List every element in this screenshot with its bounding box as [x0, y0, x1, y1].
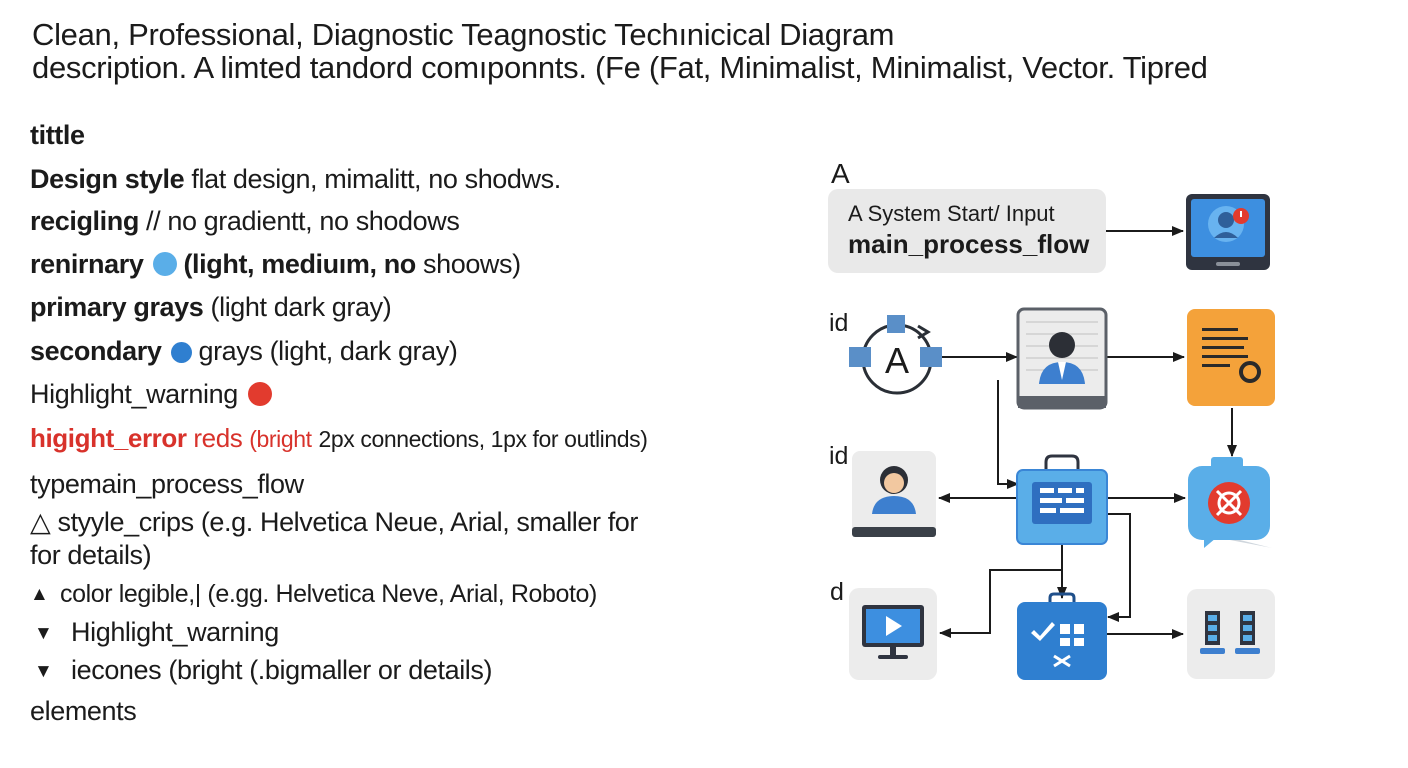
edge-loop-monitor — [939, 569, 1062, 638]
triangle-outline-icon: △ — [30, 507, 51, 537]
system-start-node[interactable]: A System Start/ Input main_process_flow — [828, 189, 1106, 273]
spec-style: △ styyle_crips (e.g. Helvetica Neue, Ari… — [30, 507, 639, 537]
start-node-label: A System Start/ Input — [848, 201, 1055, 226]
spec-error: higight_error reds (bright 2px connectio… — [30, 423, 648, 453]
triangle-down-icon: ▼ — [34, 623, 53, 644]
diagram-label-id-2: id — [829, 442, 849, 470]
edge-loop-checklist — [1105, 513, 1131, 622]
video-monitor-icon[interactable] — [849, 588, 937, 680]
header-line-1: Clean, Professional, Diagnostic Teagnost… — [32, 17, 895, 52]
spec-warning-2: ▼Highlight_warning — [34, 617, 279, 647]
spec-color: ▲color legible,| (e.gg. Helvetica Neve, … — [30, 580, 597, 608]
database-module-icon[interactable] — [1016, 454, 1108, 545]
blue-dot-icon — [171, 342, 193, 363]
red-dot-icon — [247, 382, 272, 406]
connectors — [938, 226, 1237, 639]
profile-card-icon[interactable] — [1016, 307, 1108, 410]
triangle-down-icon: ▼ — [34, 661, 53, 682]
user-avatar-icon[interactable] — [852, 451, 936, 537]
node-a-letter: A — [885, 340, 909, 381]
header: Clean, Professional, Diagnostic Teagnost… — [32, 18, 1372, 84]
checklist-box-icon[interactable] — [1017, 592, 1107, 680]
spec-design-style: Design style flat design, mimalitt, no s… — [30, 164, 561, 194]
spec-renirnary: renirnary(light, mediuım, no shoows) — [30, 249, 521, 279]
monitor-user-icon[interactable] — [1186, 194, 1270, 270]
diagram-label-id-1: id — [829, 309, 849, 337]
light-blue-dot-icon — [153, 252, 178, 276]
spec-title: tittle — [30, 120, 85, 150]
spec-type: typemain_process_flow — [30, 469, 304, 499]
header-line-2: description. A limted tandord comıponnts… — [32, 50, 1208, 85]
triangle-up-icon: ▲ — [30, 584, 49, 605]
spec-style-cont: for details) — [30, 540, 152, 570]
document-gear-icon[interactable] — [1187, 309, 1275, 406]
alert-bubble-icon[interactable] — [1188, 457, 1272, 548]
spec-icons: ▼iecones (bright (.bigmaller or details) — [34, 655, 493, 685]
spec-recigling: recigling // no gradientt, no shodows — [30, 206, 460, 236]
spec-elements: elements — [30, 696, 137, 726]
start-node-flow: main_process_flow — [848, 229, 1090, 259]
refresh-cycle-icon[interactable]: A — [849, 315, 942, 395]
edge-profile-module — [997, 380, 1019, 489]
diagram-label-a: A — [831, 158, 850, 189]
spec-highlight-warning: Highlight_warning — [30, 379, 278, 410]
spec-primary-grays: primary grays (light dark gray) — [30, 292, 392, 322]
diagram-label-d: d — [830, 578, 844, 606]
server-rack-icon[interactable] — [1187, 589, 1275, 679]
